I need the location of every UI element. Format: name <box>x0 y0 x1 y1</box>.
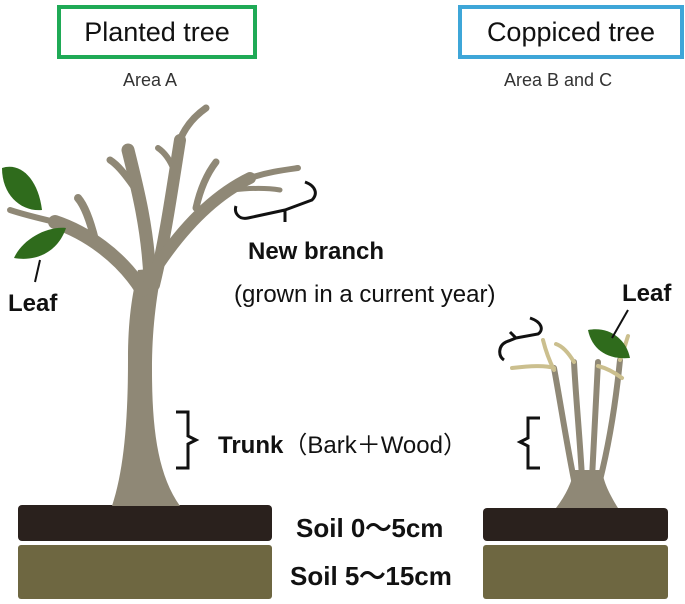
trunk-label: Trunk（Bark＋Wood） <box>218 425 467 460</box>
planted-branch-center-twig <box>106 156 140 194</box>
planted-new-branch-a <box>247 165 301 181</box>
leaf-label-right: Leaf <box>622 280 672 307</box>
leaf-lower-left <box>14 227 66 259</box>
leaf-label-left: Leaf <box>8 290 58 317</box>
soil-bottom-label: Soil 5～15cm <box>290 561 452 591</box>
leaf-left-pointer <box>34 259 41 283</box>
coppiced-stem-4 <box>597 357 623 483</box>
soil-bottom-layer-left <box>18 545 272 599</box>
planted-new-branch-b <box>229 186 283 193</box>
coppiced-new-branch-bracket <box>498 316 543 362</box>
trunk-label-main: Trunk <box>218 432 284 459</box>
trunk-bracket-left <box>176 410 200 470</box>
soil-top-layer-left <box>18 505 272 541</box>
planted-branch-right-top <box>176 104 210 144</box>
planted-branch-leaf <box>7 207 58 225</box>
planted-branch-side <box>192 158 220 212</box>
coppiced-shoot-right <box>596 364 624 380</box>
coppiced-stem-1 <box>551 365 577 483</box>
new-branch-label: New branch <box>248 238 385 265</box>
planted-branch-center <box>121 143 157 287</box>
coppiced-tree-title: Coppiced tree <box>486 16 656 47</box>
trunk-bracket-right <box>516 416 540 470</box>
soil-bottom-layer-right <box>483 545 668 599</box>
soil-top-label: Soil 0～5cm <box>296 513 444 543</box>
leaf-right-pointer <box>611 309 629 339</box>
new-branch-note: (grown in a current year) <box>234 281 496 308</box>
planted-tree <box>7 104 301 506</box>
leaf-upper-left <box>2 166 42 211</box>
planted-tree-area: Area A <box>123 70 178 90</box>
coppiced-tree-title-box: Coppiced tree <box>458 5 684 59</box>
coppiced-tree-area: Area B and C <box>504 70 613 90</box>
planted-trunk <box>112 268 180 506</box>
coppiced-stem-3 <box>589 359 601 481</box>
new-branch-bracket <box>234 180 317 222</box>
coppiced-shoot-mid <box>554 342 576 364</box>
planted-tree-title-box: Planted tree <box>57 5 257 59</box>
planted-tree-title: Planted tree <box>84 16 230 47</box>
leaf-right <box>588 329 630 359</box>
planted-branch-right-twig <box>155 145 177 173</box>
planted-branch-far-right <box>152 172 256 271</box>
coppiced-tree <box>510 334 630 508</box>
trunk-label-note: （Bark＋Wood） <box>283 432 467 459</box>
coppiced-shoot-left-up <box>541 338 556 372</box>
planted-branch-left <box>48 215 149 297</box>
coppiced-shoot-left <box>510 364 556 370</box>
coppiced-base <box>556 470 618 508</box>
soil-top-layer-right <box>483 508 668 541</box>
planted-branch-left-upper <box>74 194 99 244</box>
coppiced-stem-2 <box>571 359 585 481</box>
